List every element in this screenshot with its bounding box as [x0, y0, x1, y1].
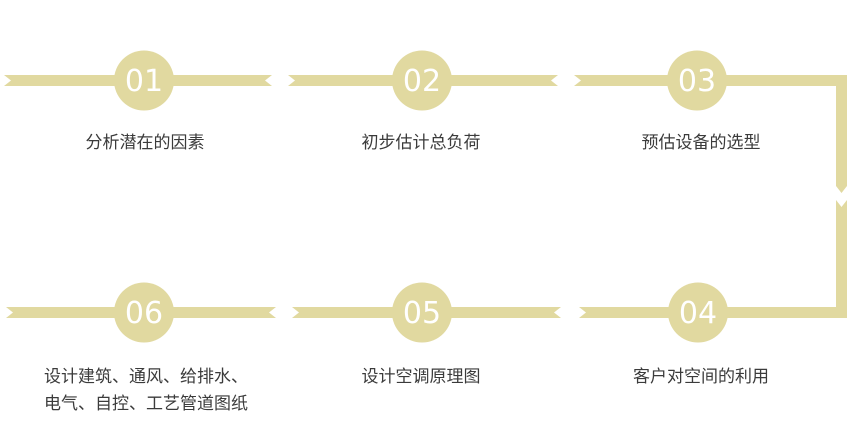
step-number-5: 05 [403, 296, 441, 331]
step-circle-6 [114, 282, 174, 343]
step-circle-3 [667, 50, 727, 111]
step-number-2: 02 [403, 64, 441, 99]
step-number-6: 06 [125, 296, 163, 331]
step-label-3: 预估设备的选型 [641, 133, 761, 153]
step-circle-5 [392, 282, 452, 343]
step-label-5: 设计空调原理图 [361, 367, 481, 387]
right-connector-arrow [836, 186, 847, 193]
step-circle-1 [114, 50, 174, 111]
right-connector-lower [836, 200, 847, 317]
step-label-6: 设计建筑、通风、给排水、电气、自控、工艺管道图纸 [44, 367, 248, 414]
step-number-4: 04 [679, 296, 717, 331]
step-label-2: 初步估计总负荷 [361, 133, 481, 153]
step-number-3: 03 [678, 64, 716, 99]
right-connector-upper [836, 75, 847, 186]
step-label-4: 客户对空间的利用 [633, 367, 769, 387]
step-circle-2 [392, 50, 452, 111]
step-label-1: 分析潜在的因素 [85, 133, 205, 153]
step-number-1: 01 [125, 64, 163, 99]
step-circle-4 [668, 282, 728, 343]
